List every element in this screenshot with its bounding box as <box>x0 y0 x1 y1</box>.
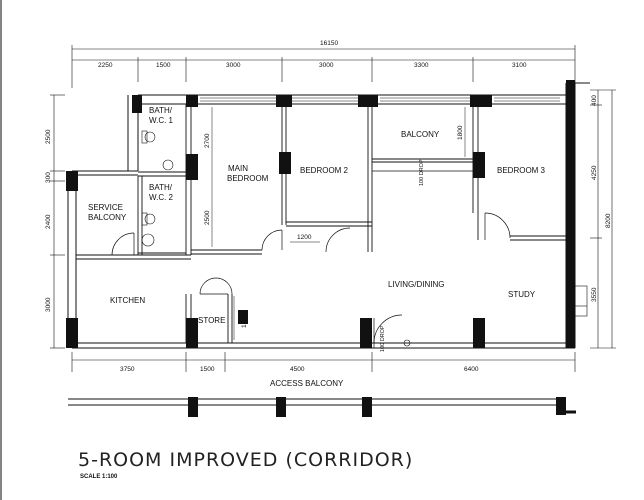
label-master-a: MAIN <box>228 164 248 173</box>
dim-bottom-3: 4500 <box>290 366 305 373</box>
dim-total-width: 16150 <box>320 40 338 47</box>
columns <box>66 80 575 348</box>
label-bedroom3: BEDROOM 3 <box>497 166 546 175</box>
dim-left-1: 2500 <box>45 129 52 144</box>
dim-top-6: 3100 <box>512 62 527 69</box>
dim-top-3: 3000 <box>226 62 241 69</box>
dim-top-2: 1500 <box>156 62 171 69</box>
bath-fixtures <box>141 130 411 347</box>
dim-store: 1700 <box>241 313 248 328</box>
label-bath1-b: W.C. 1 <box>149 116 174 125</box>
dim-right-total: 8200 <box>605 213 612 228</box>
dim-corridor: 1200 <box>297 234 312 241</box>
label-bath2-b: W.C. 2 <box>149 193 174 202</box>
label-living: LIVING/DINING <box>388 280 444 289</box>
right-fixture <box>574 285 588 317</box>
dim-master-top: 2700 <box>204 133 211 148</box>
label-kitchen: KITCHEN <box>110 296 145 305</box>
dim-bottom-4: 6400 <box>464 366 479 373</box>
room-labels: BATH/ W.C. 1 BATH/ W.C. 2 MAIN BEDROOM B… <box>88 106 546 388</box>
top-windows <box>200 97 560 102</box>
interior-walls <box>76 104 566 343</box>
plan-scale: SCALE 1:100 <box>80 474 118 480</box>
dim-left-2: 300 <box>45 172 52 183</box>
bottom-dimensions <box>71 352 576 372</box>
dim-right-1: 400 <box>591 95 598 106</box>
label-bath2-a: BATH/ <box>149 183 173 192</box>
doors <box>111 170 511 348</box>
dim-top-1: 2250 <box>98 62 113 69</box>
left-dimensions <box>50 94 65 349</box>
plan-title: 5-ROOM IMPROVED (CORRIDOR) <box>78 449 413 471</box>
label-bedroom2: BEDROOM 2 <box>300 166 349 175</box>
dim-right-2: 4250 <box>591 165 598 180</box>
label-bath1-a: BATH/ <box>149 106 173 115</box>
dim-top-4: 3000 <box>319 62 334 69</box>
dim-balcony: 1800 <box>457 125 464 140</box>
label-service-a: SERVICE <box>88 203 123 212</box>
top-dimensions <box>71 45 576 88</box>
dim-bottom-2: 1500 <box>200 366 215 373</box>
label-balcony: BALCONY <box>401 130 440 139</box>
access-balcony <box>68 397 576 417</box>
label-store: STORE <box>198 316 225 325</box>
label-balcony-drop: 100 DROP <box>419 159 425 186</box>
dim-top-5: 3300 <box>414 62 429 69</box>
label-service-b: BALCONY <box>88 213 127 222</box>
dim-left-3: 2400 <box>45 214 52 229</box>
label-master-b: BEDROOM <box>227 174 269 183</box>
label-study: STUDY <box>508 290 536 299</box>
inner-dim-lines <box>211 107 466 340</box>
dim-right-3: 3550 <box>591 287 598 302</box>
dim-master-bottom: 2500 <box>204 210 211 225</box>
dim-left-4: 3000 <box>45 297 52 312</box>
dim-bottom-1: 3750 <box>120 366 135 373</box>
label-access-balcony: ACCESS BALCONY <box>270 379 344 388</box>
label-entry-drop: 100 DROP <box>380 325 386 352</box>
right-dimensions <box>590 89 616 349</box>
